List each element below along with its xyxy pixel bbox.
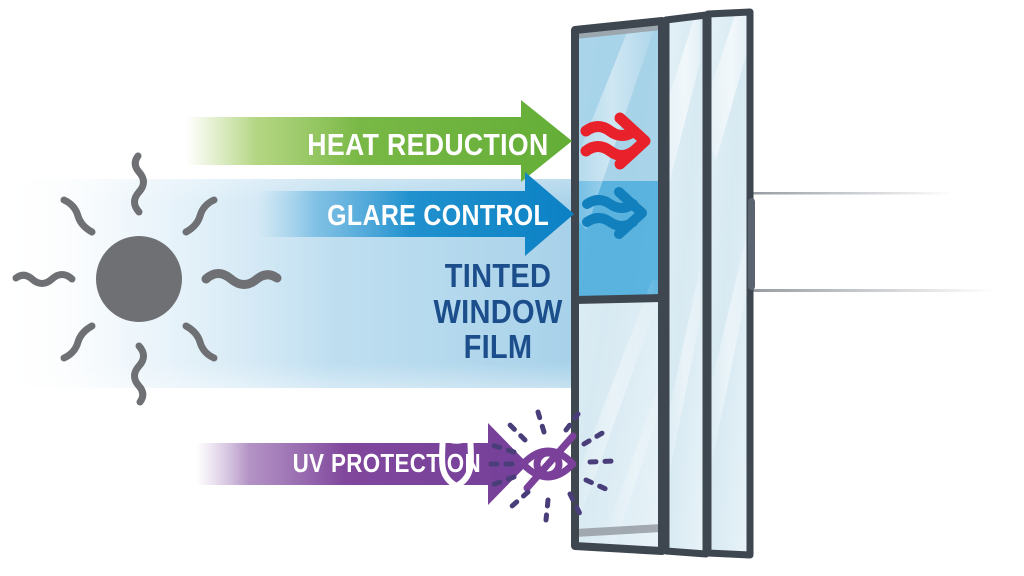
door-handle[interactable] [748,198,755,290]
uv-protection-arrow[interactable] [196,423,528,505]
mullion-bottom [575,524,662,537]
glass-panel-middle [662,11,710,558]
glass-panel-right [704,8,754,559]
guide-line [753,192,953,195]
sun-ray [131,152,147,216]
heat-reduction-label: HEAT REDUCTION [307,127,549,162]
glare-wave-arrow-icon [582,187,647,239]
shield-icon [439,434,474,489]
glare-control-label: GLARE CONTROL [326,200,549,232]
sun-ray [131,342,147,406]
sun-ray [60,196,96,236]
sun-ray [12,271,76,287]
sun-icon [12,152,282,406]
sun-disc [96,236,182,322]
sun-ray [201,269,282,289]
mullion-middle [575,294,662,304]
glare-control-arrow[interactable] [258,172,574,256]
uv-ray-dashes [479,409,617,523]
eye-slash-icon [519,432,577,492]
sun-ray [182,322,218,362]
tinted-window-film-label: TINTED WINDOW FILM [433,257,563,366]
uv-protection-label: UV PROTECTION [292,448,481,478]
sun-ray [182,196,218,236]
sun-ray [60,322,96,362]
guide-line [753,289,993,292]
heat-wave-arrow-icon [580,112,651,170]
heat-reduction-arrow[interactable] [186,100,572,182]
